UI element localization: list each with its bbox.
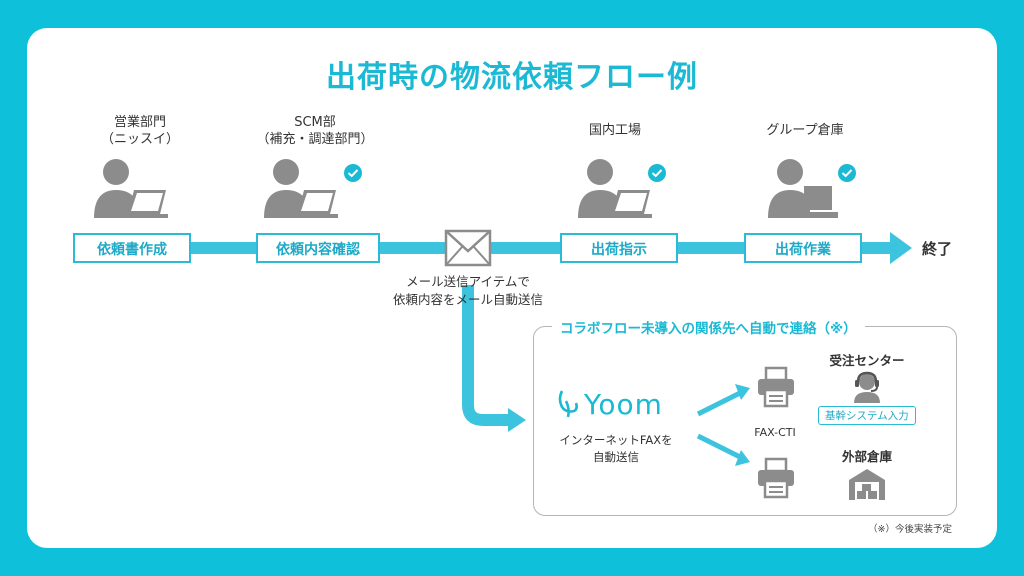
envelope-icon [444, 229, 492, 267]
role-scm: SCM部 （補充・調達部門） [250, 114, 380, 148]
person-at-laptop-icon [94, 159, 168, 218]
check-circle-icon [344, 164, 362, 182]
branch-flow-line [462, 285, 510, 426]
yoom-logo-icon [558, 390, 578, 418]
warehouse-icon [849, 469, 885, 500]
printer-icon [758, 366, 794, 408]
main-card [27, 28, 997, 548]
yoom-caption: インターネットFAXを 自動送信 [546, 432, 686, 466]
core-system-input-tag: 基幹システム入力 [818, 406, 916, 425]
step-shipping-work: 出荷作業 [744, 233, 862, 263]
mail-caption-line2: 依頼内容をメール自動送信 [392, 292, 543, 307]
step-shipping-instruction: 出荷指示 [560, 233, 678, 263]
role-sales-sub: （ニッスイ） [100, 132, 179, 147]
collab-title: コラボフロー未導入の関係先へ自動で連絡（※） [552, 317, 865, 337]
role-sales-name: 営業部門 [113, 115, 166, 130]
yoom-caption-line2: 自動送信 [593, 450, 639, 464]
headset-operator-icon [854, 371, 880, 403]
role-factory: 国内工場 [560, 122, 670, 139]
role-sales: 営業部門 （ニッスイ） [85, 114, 195, 148]
mail-caption-line1: メール送信アイテムで [406, 274, 530, 289]
fax-arrow-up [696, 389, 744, 417]
mail-caption: メール送信アイテムで 依頼内容をメール自動送信 [378, 273, 558, 309]
role-scm-sub: （補充・調達部門） [256, 132, 374, 147]
person-with-box-icon [768, 159, 838, 218]
person-at-laptop-icon [578, 159, 652, 218]
role-factory-name: 国内工場 [588, 123, 641, 138]
order-center-title: 受注センター [829, 353, 905, 368]
fax-label: FAX-CTI [754, 426, 796, 439]
step-confirm-request: 依頼内容確認 [256, 233, 380, 263]
yoom-brand: Yoom [584, 388, 663, 421]
check-circle-icon [838, 164, 856, 182]
printer-icon [758, 457, 794, 499]
end-arrowhead [890, 232, 912, 264]
role-group-warehouse: グループ倉庫 [745, 122, 865, 139]
role-scm-name: SCM部 [294, 115, 336, 130]
yoom-caption-line1: インターネットFAXを [559, 433, 673, 447]
branch-arrowhead [508, 408, 526, 432]
check-circle-icon [648, 164, 666, 182]
fax-arrow-down [696, 433, 744, 461]
step-create-request: 依頼書作成 [73, 233, 191, 263]
future-implementation-note: （※）今後実装予定 [868, 524, 952, 535]
page-title: 出荷時の物流依頼フロー例 [326, 60, 698, 95]
external-warehouse-title: 外部倉庫 [841, 449, 892, 464]
role-group-warehouse-name: グループ倉庫 [766, 123, 844, 138]
end-label: 終了 [922, 240, 953, 258]
person-at-laptop-icon [264, 159, 338, 218]
